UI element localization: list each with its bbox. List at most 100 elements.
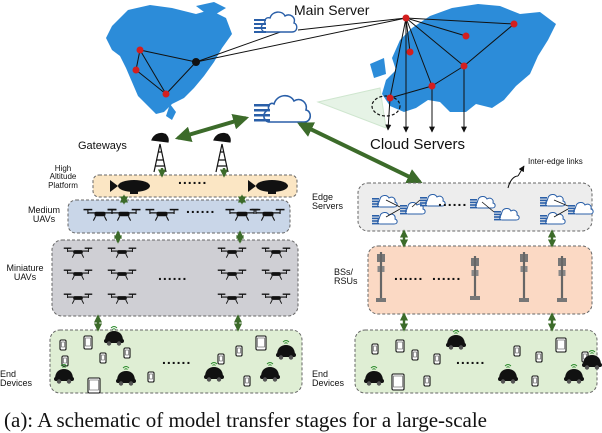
edge-server-icon: [372, 212, 398, 225]
ellipsis-edge: ......: [438, 193, 468, 209]
ellipsis-bs-1: ......: [394, 267, 424, 283]
smartphone-icon: [513, 345, 521, 357]
smartphone-icon: [395, 339, 405, 353]
smartphone-icon: [411, 349, 419, 361]
cloud-servers-label: Cloud Servers: [370, 136, 466, 153]
smartphone-icon: [235, 345, 243, 357]
cell-tower-icon: [557, 256, 567, 302]
edge-server-icon: [494, 208, 520, 221]
smartphone-icon: [83, 335, 93, 350]
end-devices-left-label: End Devices: [0, 369, 33, 389]
cloud-server-icon: [254, 94, 312, 123]
smartphone-icon: [255, 335, 267, 351]
bs-rsus-label: BSs/ RSUs: [334, 267, 358, 287]
cloud-server-icon: [254, 11, 298, 33]
inter-edge-links-label: Inter-edge links: [528, 157, 583, 166]
bs-rsu-layer: [367, 245, 593, 315]
world-map-icon: [382, 4, 556, 112]
ellipsis-bs-2: ......: [432, 267, 462, 283]
diagram-svg: [49, 2, 602, 394]
smartphone-icon: [217, 353, 225, 365]
smartphone-icon: [99, 352, 107, 364]
medium-uav-layer: [67, 199, 291, 234]
edge-server-icon: [568, 202, 594, 215]
smartphone-icon: [423, 375, 431, 387]
smartphone-icon: [87, 377, 101, 394]
network-nodes: [132, 14, 518, 102]
car-icon: [116, 366, 136, 386]
car-icon: [582, 350, 602, 370]
car-icon: [564, 364, 584, 384]
drone-icon: [217, 269, 247, 280]
smartphone-icon: [59, 339, 67, 351]
inter-edge-link: [553, 199, 569, 207]
inter-edge-link: [385, 199, 401, 208]
main-server-label: Main Server: [294, 2, 370, 18]
drone-icon: [261, 293, 291, 304]
north-america-map: [106, 2, 232, 120]
smartphone-icon: [61, 355, 69, 367]
coverage-beam: [316, 87, 387, 129]
gateway-cloud: [254, 94, 312, 123]
cell-tower-icon: [376, 252, 386, 302]
layer-arrows-right: [399, 229, 557, 332]
drone-icon: [107, 293, 137, 304]
cloud-server-region: [371, 95, 401, 117]
satellite-dish-icon: [151, 132, 169, 173]
car-icon: [498, 364, 518, 384]
drone-icon: [217, 293, 247, 304]
drone-icon: [145, 208, 179, 221]
backhaul-arrows: [174, 113, 423, 184]
satellite-dish-icon: [213, 132, 231, 173]
drone-icon: [63, 269, 93, 280]
world-map-icon: [106, 5, 232, 114]
drone-icon: [107, 269, 137, 280]
inter-edge-link: [553, 208, 569, 218]
car-icon: [364, 366, 384, 386]
car-icon: [276, 340, 296, 360]
airship-icon: [110, 180, 150, 194]
car-icon: [54, 364, 74, 384]
cell-tower-icon: [470, 256, 480, 300]
figure-caption: (a): A schematic of model transfer stage…: [4, 408, 487, 432]
edge-server-icon: [540, 212, 566, 225]
drone-icon: [251, 208, 285, 221]
smartphone-icon: [433, 353, 441, 365]
miniature-uavs-label: Miniature UAVs: [6, 263, 44, 283]
car-icon: [104, 326, 124, 346]
ellipsis-end-left: ......: [162, 351, 192, 367]
edge-server-icon: [372, 195, 398, 208]
inter-edge-links-pointer: [507, 165, 525, 189]
drone-icon: [63, 293, 93, 304]
icon-layer: [54, 180, 602, 394]
inter-edge-link: [385, 208, 401, 218]
smartphone-icon: [243, 375, 251, 387]
drone-icon: [107, 208, 141, 221]
smartphone-icon: [531, 375, 539, 387]
drone-icon: [217, 247, 247, 258]
inter-edge-link: [411, 199, 421, 208]
smartphone-icon: [123, 347, 131, 359]
car-icon: [260, 362, 280, 382]
medium-uavs-label: Medium UAVs: [27, 205, 60, 225]
gateways-label: Gateways: [78, 140, 127, 152]
edge-servers-label: Edge Servers: [312, 192, 344, 212]
end-devices-right-label: End Devices: [312, 369, 345, 389]
gateway-dish-2: [213, 132, 231, 173]
car-icon: [446, 330, 466, 350]
drone-icon: [261, 247, 291, 258]
drone-icon: [107, 247, 137, 258]
ellipsis-medium: ......: [186, 200, 216, 216]
ellipsis-hap: ......: [178, 171, 208, 187]
main-server: [254, 11, 298, 33]
hap-layer: [92, 174, 298, 198]
car-icon: [204, 362, 224, 382]
airship-icon: [248, 180, 288, 194]
hap-label: High Altitude Platform: [48, 164, 78, 190]
drone-icon: [261, 269, 291, 280]
inter-edge-link: [481, 201, 495, 213]
layer-arrows-left: [93, 168, 247, 332]
cloud-server-arrows: [385, 18, 467, 133]
gateway-dish-1: [151, 132, 169, 173]
